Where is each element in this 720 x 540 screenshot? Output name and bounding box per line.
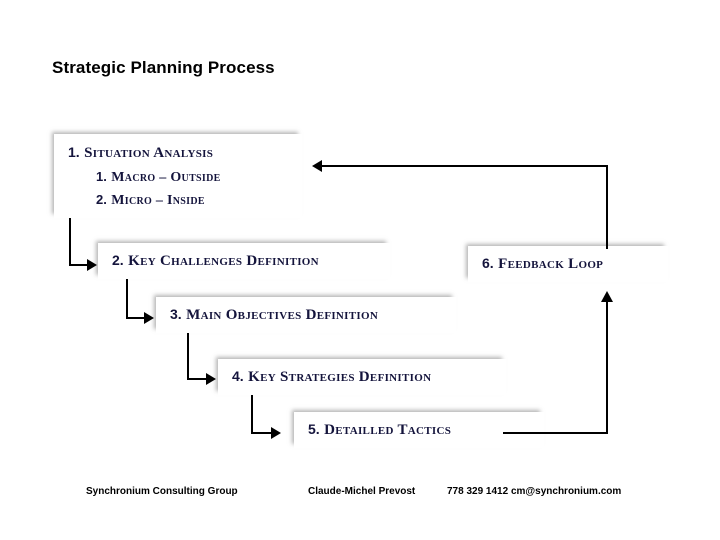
step-label: Detailled Tactics — [324, 422, 452, 439]
connector-5-to-6-horizontal — [503, 432, 608, 434]
substep-label: Micro – Inside — [111, 192, 205, 208]
connector-6-to-1-horizontal — [322, 165, 608, 167]
connector-2-to-3-arrowhead — [144, 312, 154, 324]
box-content: 4. Key Strategies Definition — [232, 365, 431, 389]
footer-company: Synchronium Consulting Group — [86, 486, 238, 497]
connector-1-to-2-arrowhead — [87, 259, 97, 271]
connector-1-to-2-vertical — [69, 218, 71, 266]
step-label: Key Strategies Definition — [248, 369, 432, 386]
substep-line-2: 2. Micro – Inside — [68, 188, 221, 211]
connector-3-to-4-vertical — [187, 333, 189, 380]
box-content: 2. Key Challenges Definition — [112, 249, 319, 273]
box-content: 3. Main Objectives Definition — [170, 303, 378, 327]
substep-number: 1. — [96, 168, 107, 184]
process-box-main-objectives-definition[interactable]: 3. Main Objectives Definition — [156, 297, 456, 333]
step-number: 4. — [232, 368, 244, 385]
substep-line-1: 1. Macro – Outside — [68, 165, 221, 188]
step-number: 5. — [308, 421, 320, 438]
process-box-detailled-tactics[interactable]: 5. Detailled Tactics — [294, 412, 544, 448]
step-number: 2. — [112, 252, 124, 269]
connector-6-to-1-vertical — [606, 165, 608, 249]
connector-4-to-5-vertical — [251, 395, 253, 434]
connector-3-to-4-arrowhead — [206, 373, 216, 385]
process-box-key-challenges-definition[interactable]: 2. Key Challenges Definition — [98, 243, 390, 279]
footer-contact: 778 329 1412 cm@synchronium.com — [447, 486, 622, 497]
connector-4-to-5-horizontal — [251, 432, 273, 434]
step-line-main: 1. Situation Analysis — [68, 141, 221, 165]
step-number: 1. — [68, 143, 80, 160]
connector-4-to-5-arrowhead — [271, 427, 281, 439]
step-number: 3. — [170, 306, 182, 323]
connector-2-to-3-horizontal — [126, 317, 146, 319]
connector-5-to-6-arrowhead — [601, 291, 613, 302]
connector-5-to-6-vertical — [606, 300, 608, 434]
box-content: 5. Detailled Tactics — [308, 418, 451, 442]
footer-person: Claude-Michel Prevost — [308, 486, 416, 497]
connector-6-to-1-arrowhead — [312, 160, 322, 172]
connector-1-to-2-horizontal — [69, 264, 89, 266]
substep-label: Macro – Outside — [111, 169, 221, 185]
footer: Synchronium Consulting Group Claude-Mich… — [0, 486, 720, 502]
process-box-situation-analysis[interactable]: 1. Situation Analysis 1. Macro – Outside… — [54, 134, 302, 218]
box-content: 1. Situation Analysis 1. Macro – Outside… — [68, 141, 221, 211]
step-label: Situation Analysis — [84, 144, 214, 161]
connector-2-to-3-vertical — [126, 279, 128, 319]
box-content: 6. Feedback Loop — [482, 252, 603, 276]
step-number: 6. — [482, 255, 494, 272]
page-title: Strategic Planning Process — [52, 58, 275, 77]
process-box-feedback-loop[interactable]: 6. Feedback Loop — [468, 246, 668, 282]
step-label: Key Challenges Definition — [128, 253, 319, 270]
step-label: Main Objectives Definition — [186, 307, 379, 324]
substep-number: 2. — [96, 191, 107, 207]
step-label: Feedback Loop — [498, 256, 604, 273]
process-box-key-strategies-definition[interactable]: 4. Key Strategies Definition — [218, 359, 506, 395]
connector-3-to-4-horizontal — [187, 378, 208, 380]
